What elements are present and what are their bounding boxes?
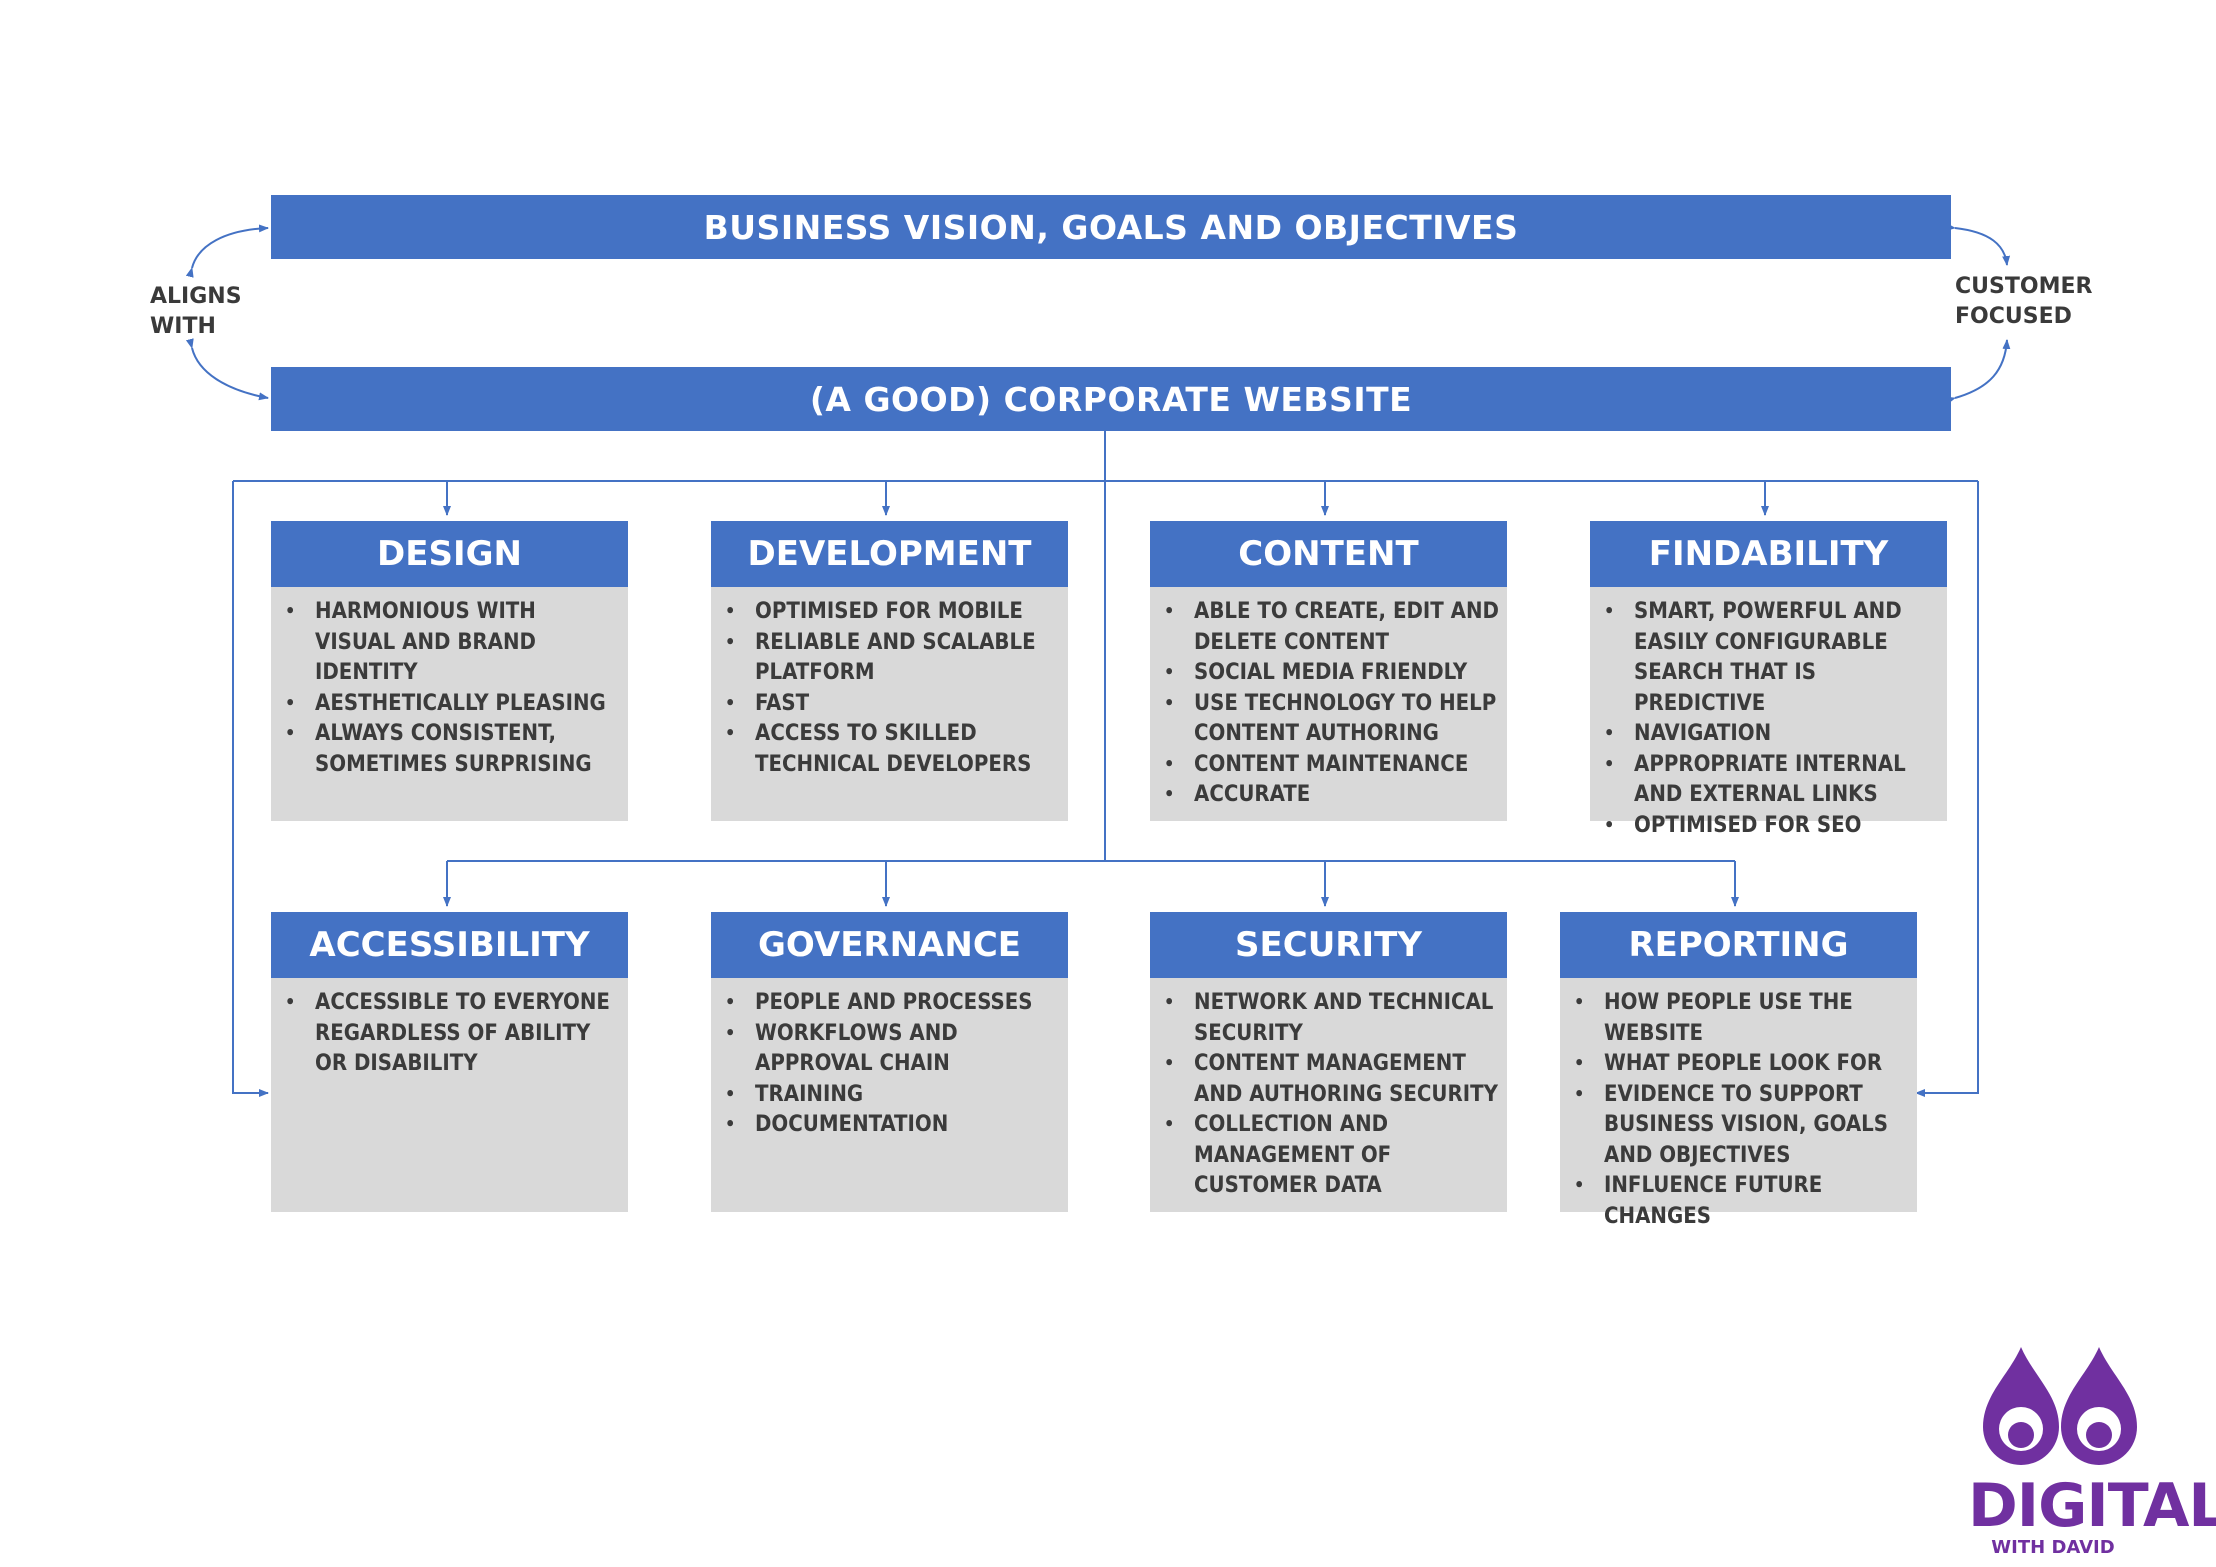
card-bullet-item: HARMONIOUS WITH VISUAL AND BRAND IDENTIT…	[285, 597, 620, 689]
customer-arrow-upper	[1945, 223, 2011, 266]
digital-with-david-logo: DIGITAL WITH DAVID	[1968, 1345, 2216, 1565]
left-side-line	[232, 481, 269, 1097]
card-bullet-item: ACCURATE	[1164, 780, 1499, 811]
card-title: GOVERNANCE	[711, 912, 1068, 978]
card-bullet-list: HARMONIOUS WITH VISUAL AND BRAND IDENTIT…	[271, 587, 628, 780]
card-bullet-item: ALWAYS CONSISTENT, SOMETIMES SURPRISING	[285, 719, 620, 780]
card-title: DEVELOPMENT	[711, 521, 1068, 587]
logo-wordmark: DIGITAL	[1968, 1471, 2216, 1541]
aligns-arrow-upper	[185, 224, 269, 278]
card-bullet-item: WORKFLOWS AND APPROVAL CHAIN	[725, 1019, 1060, 1080]
aligns-with-label: ALIGNS WITH	[150, 284, 242, 339]
aligns-arrow-lower	[185, 338, 269, 401]
card-bullet-list: PEOPLE AND PROCESSESWORKFLOWS AND APPROV…	[711, 978, 1068, 1141]
card-reporting: REPORTINGHOW PEOPLE USE THE WEBSITEWHAT …	[1560, 912, 1917, 1229]
logo-subtitle: WITH DAVID	[1991, 1537, 2115, 1558]
card-bullet-list: HOW PEOPLE USE THE WEBSITEWHAT PEOPLE LO…	[1560, 978, 1917, 1232]
card-bullet-item: CONTENT MANAGEMENT AND AUTHORING SECURIT…	[1164, 1049, 1499, 1110]
card-bullet-item: NETWORK AND TECHNICAL SECURITY	[1164, 988, 1499, 1049]
card-content: CONTENTABLE TO CREATE, EDIT AND DELETE C…	[1150, 521, 1507, 821]
card-title: ACCESSIBILITY	[271, 912, 628, 978]
card-bullet-item: RELIABLE AND SCALABLE PLATFORM	[725, 628, 1060, 689]
card-bullet-item: DOCUMENTATION	[725, 1110, 1060, 1141]
card-bullet-item: USE TECHNOLOGY TO HELP CONTENT AUTHORING	[1164, 689, 1499, 750]
card-bullet-item: NAVIGATION	[1604, 719, 1939, 750]
card-title: DESIGN	[271, 521, 628, 587]
card-title: FINDABILITY	[1590, 521, 1947, 587]
card-governance: GOVERNANCEPEOPLE AND PROCESSESWORKFLOWS …	[711, 912, 1068, 1212]
customer-arrow-lower	[1945, 339, 2011, 405]
eyes-logo-icon	[1983, 1347, 2137, 1465]
card-bullet-item: CONTENT MAINTENANCE	[1164, 750, 1499, 781]
card-bullet-item: APPROPRIATE INTERNAL AND EXTERNAL LINKS	[1604, 750, 1939, 811]
card-bullet-item: ABLE TO CREATE, EDIT AND DELETE CONTENT	[1164, 597, 1499, 658]
card-bullet-item: INFLUENCE FUTURE CHANGES	[1574, 1171, 1909, 1232]
card-bullet-item: PEOPLE AND PROCESSES	[725, 988, 1060, 1019]
card-findability: FINDABILITY SMART, POWERFUL AND EASILY CO…	[1590, 521, 1947, 841]
corporate-website-banner: (A GOOD) CORPORATE WEBSITE	[271, 367, 1951, 431]
card-bullet-item: SMART, POWERFUL AND EASILY CONFIGURABLE …	[1604, 597, 1939, 719]
card-bullet-item: WHAT PEOPLE LOOK FOR	[1574, 1049, 1909, 1080]
card-bullet-item: TRAINING	[725, 1080, 1060, 1111]
card-security: SECURITYNETWORK AND TECHNICAL SECURITYCO…	[1150, 912, 1507, 1212]
card-development: DEVELOPMENTOPTIMISED FOR MOBILERELIABLE …	[711, 521, 1068, 821]
card-bullet-item: ACCESSIBLE TO EVERYONE REGARDLESS OF ABI…	[285, 988, 620, 1080]
card-bullet-item: OPTIMISED FOR SEO	[1604, 811, 1939, 842]
card-bullet-item: AESTHETICALLY PLEASING	[285, 689, 620, 720]
card-bullet-list: SMART, POWERFUL AND EASILY CONFIGURABLE …	[1590, 587, 1947, 841]
card-bullet-item: SOCIAL MEDIA FRIENDLY	[1164, 658, 1499, 689]
card-design: DESIGN HARMONIOUS WITH VISUAL AND BRAND I…	[271, 521, 628, 821]
customer-focused-label: CUSTOMER FOCUSED	[1955, 274, 2093, 329]
card-title: CONTENT	[1150, 521, 1507, 587]
card-bullet-item: HOW PEOPLE USE THE WEBSITE	[1574, 988, 1909, 1049]
card-bullet-item: COLLECTION AND MANAGEMENT OF CUSTOMER DA…	[1164, 1110, 1499, 1202]
card-bullet-item: OPTIMISED FOR MOBILE	[725, 597, 1060, 628]
card-bullet-item: ACCESS TO SKILLED TECHNICAL DEVELOPERS	[725, 719, 1060, 780]
card-bullet-item: FAST	[725, 689, 1060, 720]
business-vision-banner: BUSINESS VISION, GOALS AND OBJECTIVES	[271, 195, 1951, 259]
right-side-line	[1915, 481, 1979, 1097]
card-bullet-list: NETWORK AND TECHNICAL SECURITYCONTENT MA…	[1150, 978, 1507, 1202]
card-title: REPORTING	[1560, 912, 1917, 978]
card-title: SECURITY	[1150, 912, 1507, 978]
card-bullet-list: ACCESSIBLE TO EVERYONE REGARDLESS OF ABI…	[271, 978, 628, 1080]
card-bullet-list: OPTIMISED FOR MOBILERELIABLE AND SCALABL…	[711, 587, 1068, 780]
card-bullet-list: ABLE TO CREATE, EDIT AND DELETE CONTENTS…	[1150, 587, 1507, 811]
card-accessibility: ACCESSIBILITY ACCESSIBLE TO EVERYONE REGA…	[271, 912, 628, 1212]
card-bullet-item: EVIDENCE TO SUPPORT BUSINESS VISION, GOA…	[1574, 1080, 1909, 1172]
